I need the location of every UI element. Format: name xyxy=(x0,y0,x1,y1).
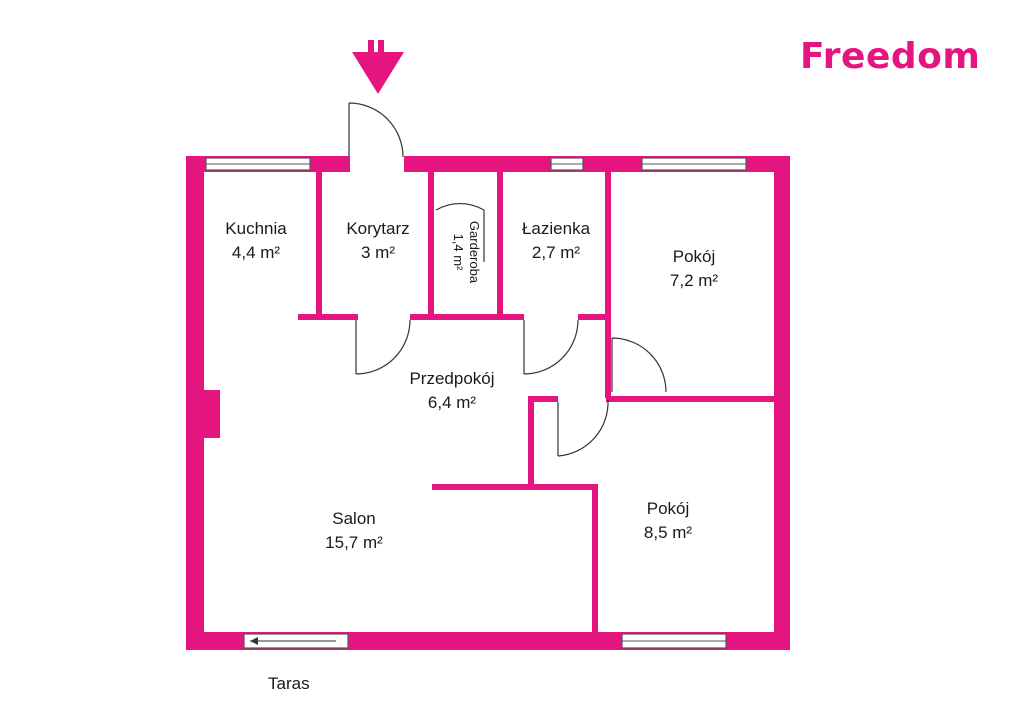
svg-text:Garderoba: Garderoba xyxy=(467,221,482,284)
svg-text:Pokój: Pokój xyxy=(673,247,716,266)
svg-text:Salon: Salon xyxy=(332,509,375,528)
room-label-pokoj-2: Pokój 8,5 m² xyxy=(644,499,693,542)
svg-text:4,4 m²: 4,4 m² xyxy=(232,243,281,262)
brand-logo: Freedom xyxy=(800,36,981,77)
svg-text:Pokój: Pokój xyxy=(647,499,690,518)
window-lines xyxy=(206,163,746,642)
svg-text:7,2 m²: 7,2 m² xyxy=(670,271,719,290)
room-label-lazienka: Łazienka 2,7 m² xyxy=(522,219,591,262)
svg-text:3 m²: 3 m² xyxy=(361,243,395,262)
room-label-salon: Salon 15,7 m² xyxy=(325,509,383,552)
svg-text:15,7 m²: 15,7 m² xyxy=(325,533,383,552)
svg-text:1,4 m²: 1,4 m² xyxy=(451,234,466,272)
svg-text:Łazienka: Łazienka xyxy=(522,219,591,238)
terrace-label: Taras xyxy=(268,674,310,693)
svg-text:Kuchnia: Kuchnia xyxy=(225,219,287,238)
room-label-korytarz: Korytarz 3 m² xyxy=(346,219,409,262)
room-label-kuchnia: Kuchnia 4,4 m² xyxy=(225,219,287,262)
doors xyxy=(348,102,667,457)
svg-text:2,7 m²: 2,7 m² xyxy=(532,243,581,262)
entrance-arrow-icon xyxy=(352,40,404,94)
terrace-door xyxy=(243,633,349,649)
room-label-garderoba: Garderoba 1,4 m² xyxy=(451,221,482,284)
svg-text:Przedpokój: Przedpokój xyxy=(409,369,494,388)
room-label-przedpokoj: Przedpokój 6,4 m² xyxy=(409,369,494,412)
interior-walls xyxy=(298,170,778,634)
room-label-pokoj-1: Pokój 7,2 m² xyxy=(670,247,719,290)
svg-text:Korytarz: Korytarz xyxy=(346,219,409,238)
svg-text:8,5 m²: 8,5 m² xyxy=(644,523,693,542)
svg-text:6,4 m²: 6,4 m² xyxy=(428,393,477,412)
